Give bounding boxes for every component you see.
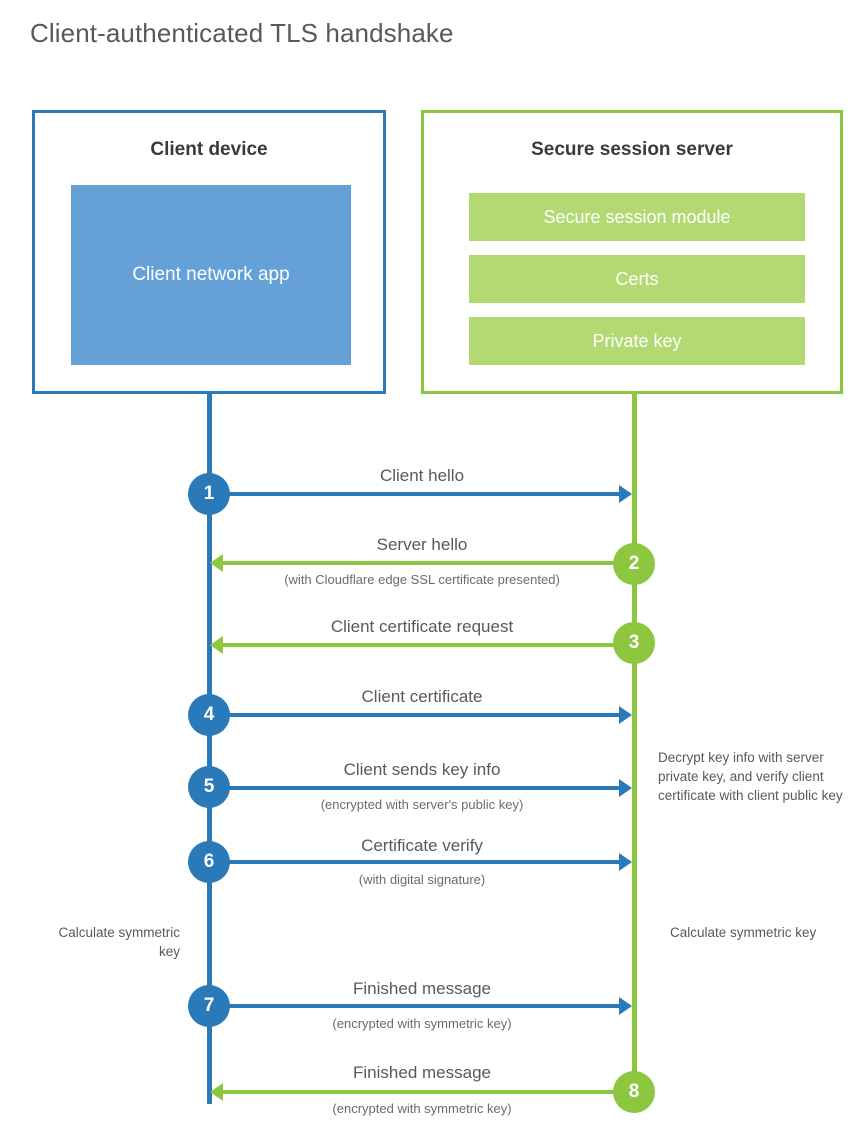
message-sublabel-2: (with Cloudflare edge SSL certificate pr… <box>284 572 560 587</box>
server-component-private-key: Private key <box>469 317 805 365</box>
arrowhead-left-icon <box>210 554 223 572</box>
message-label-4: Client certificate <box>361 687 483 706</box>
secure-session-server-box: Secure session server Secure session mod… <box>421 110 843 394</box>
client-device-title: Client device <box>150 139 268 160</box>
message-sublabel-6: (with digital signature) <box>358 872 486 887</box>
server-component-secure-session-module: Secure session module <box>469 193 805 241</box>
message-label-5: Client sends key info <box>343 760 501 779</box>
step-badge-8[interactable]: 8 <box>613 1071 655 1113</box>
arrowhead-right-icon <box>619 706 632 724</box>
step-badge-1[interactable]: 1 <box>188 473 230 515</box>
page-title: Client-authenticated TLS handshake <box>30 18 454 48</box>
message-label-8: Finished message <box>353 1063 491 1082</box>
message-label-7: Finished message <box>353 979 491 998</box>
arrowhead-right-icon <box>619 997 632 1015</box>
step-badge-6[interactable]: 6 <box>188 841 230 883</box>
step-badge-3[interactable]: 3 <box>613 622 655 664</box>
client-network-app-block: Client network app <box>71 185 351 365</box>
client-calculate-symmetric-key-note: Calculate symmetric key <box>58 925 180 960</box>
step-badge-4[interactable]: 4 <box>188 694 230 736</box>
message-arrow-line-2 <box>222 561 634 565</box>
message-label-2: Server hello <box>376 535 468 554</box>
arrowhead-right-icon <box>619 485 632 503</box>
server-decrypt-note: Decrypt key info with server private key… <box>658 750 843 804</box>
arrowhead-right-icon <box>619 853 632 871</box>
server-calculate-symmetric-key-note: Calculate symmetric key <box>670 925 817 940</box>
message-sublabel-5: (encrypted with server's public key) <box>320 797 524 812</box>
message-label-1: Client hello <box>379 466 465 485</box>
arrowhead-right-icon <box>619 779 632 797</box>
server-component-certs: Certs <box>469 255 805 303</box>
step-badge-5[interactable]: 5 <box>188 766 230 808</box>
message-sublabel-7: (encrypted with symmetric key) <box>332 1016 512 1031</box>
message-arrow-line-4 <box>210 713 620 717</box>
server-lifeline <box>632 394 637 1094</box>
arrowhead-left-icon <box>210 636 223 654</box>
message-arrow-line-1 <box>210 492 620 496</box>
message-arrow-line-6 <box>210 860 620 864</box>
secure-session-server-title: Secure session server <box>531 139 733 160</box>
message-arrow-line-8 <box>222 1090 634 1094</box>
client-lifeline <box>207 394 212 1104</box>
message-label-3: Client certificate request <box>330 617 514 636</box>
message-arrow-line-5 <box>210 786 620 790</box>
step-badge-2[interactable]: 2 <box>613 543 655 585</box>
message-arrow-line-3 <box>222 643 634 647</box>
arrowhead-left-icon <box>210 1083 223 1101</box>
step-badge-7[interactable]: 7 <box>188 985 230 1027</box>
message-sublabel-8: (encrypted with symmetric key) <box>332 1101 512 1116</box>
client-device-box: Client device Client network app <box>32 110 386 394</box>
message-label-6: Certificate verify <box>361 836 483 855</box>
message-arrow-line-7 <box>210 1004 620 1008</box>
